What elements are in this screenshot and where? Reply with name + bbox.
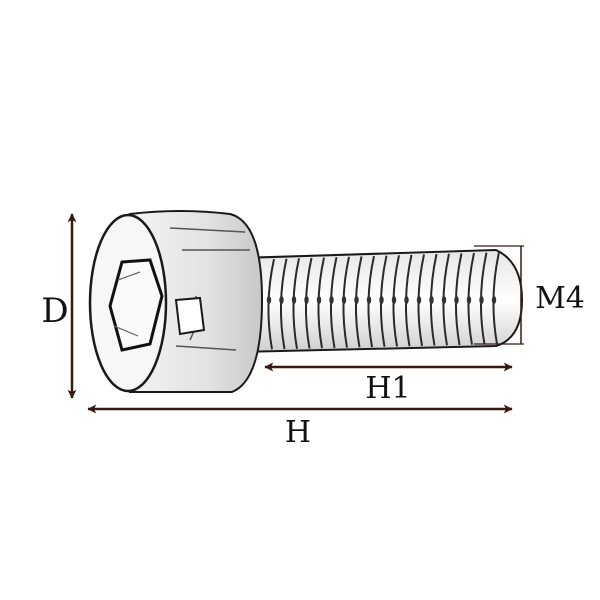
- hex-socket-icon: [108, 258, 164, 352]
- dimension-h: H: [87, 404, 513, 450]
- dimension-label-h1: H1: [365, 371, 410, 406]
- screw-shaft: [239, 248, 524, 354]
- thread-mark: [454, 296, 459, 304]
- thread-mark: [366, 296, 372, 304]
- thread-mark: [329, 296, 334, 304]
- thread-mark: [379, 296, 384, 304]
- thread-ridge: [267, 258, 275, 350]
- thread-mark: [266, 296, 272, 304]
- thread-mark: [279, 296, 284, 304]
- dimension-h1: H1: [264, 362, 513, 406]
- thread-mark: [404, 296, 409, 304]
- thread-mark: [441, 296, 447, 304]
- head-notch: [174, 296, 206, 336]
- thread-mark: [466, 296, 472, 304]
- dimension-label-d: D: [41, 291, 68, 331]
- thread-mark: [479, 296, 484, 304]
- screw-head: [88, 210, 264, 393]
- dimension-d: D: [41, 213, 77, 399]
- dimension-m4: M4: [474, 245, 585, 345]
- thread-mark: [391, 296, 397, 304]
- thread-mark: [354, 296, 359, 304]
- thread-mark: [341, 296, 347, 304]
- dimension-label-m4: M4: [535, 281, 585, 316]
- thread-mark: [316, 296, 322, 304]
- thread-mark: [491, 296, 497, 304]
- thread-mark: [416, 296, 422, 304]
- thread-marks: [266, 296, 497, 304]
- thread-mark: [291, 296, 297, 304]
- thread-mark: [304, 296, 309, 304]
- thread-ridge: [279, 258, 288, 350]
- dimension-label-h: H: [285, 415, 311, 450]
- thread-mark: [429, 296, 434, 304]
